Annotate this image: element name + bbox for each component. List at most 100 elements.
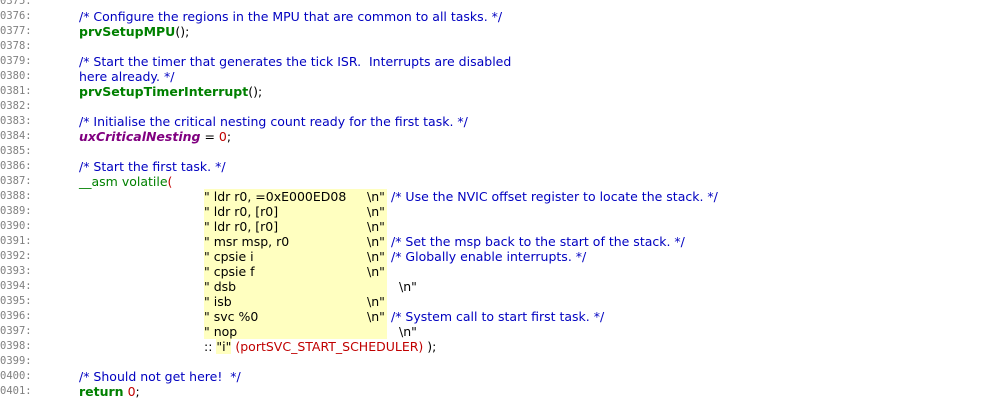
code-line: 0383: /* Initialise the critical nesting … [0, 114, 983, 129]
asm-newline: \n" [399, 324, 417, 339]
code-token: __asm volatile [79, 174, 168, 189]
line-number: 0391: [0, 235, 32, 247]
line-number: 0385: [0, 145, 32, 157]
code-line: 0398::: "i" (portSVC_START_SCHEDULER) ); [0, 339, 983, 354]
asm-newline: \n" [367, 204, 385, 219]
code-line: 0379: /* Start the timer that generates t… [0, 54, 983, 69]
asm-newline: \n" [367, 219, 385, 234]
asm-newline: \n" [367, 249, 385, 264]
code-text: prvSetupMPU(); [79, 24, 189, 39]
code-line: 0390: " ldr r0, [r0]\n" [0, 219, 983, 234]
line-number: 0398: [0, 340, 32, 352]
code-line: 0401: return 0; [0, 384, 983, 399]
asm-constraints: :: "i" (portSVC_START_SCHEDULER) ); [204, 339, 436, 354]
asm-string: " ldr r0, =0xE000ED08 [204, 189, 387, 204]
code-token: prvSetupMPU [79, 24, 176, 39]
line-number: 0393: [0, 265, 32, 277]
line-number: 0383: [0, 115, 32, 127]
code-line: 0377: prvSetupMPU(); [0, 24, 983, 39]
code-token: "i" [216, 339, 232, 354]
code-token: ); [427, 339, 437, 354]
line-number: 0375: [0, 0, 32, 7]
asm-newline: \n" [367, 189, 385, 204]
code-token: /* Start the timer that generates the ti… [79, 54, 512, 69]
line-number: 0380: [0, 70, 32, 82]
code-editor[interactable]: 0375: 0376: /* Configure the regions in th… [0, 0, 983, 399]
code-token: /* Initialise the critical nesting count… [79, 114, 468, 129]
code-line: 0392: " cpsie i\n" /* Globally enable inte… [0, 249, 983, 264]
line-number: 0394: [0, 280, 32, 292]
code-line: 0399: [0, 354, 983, 369]
code-line: 0378: [0, 39, 983, 54]
asm-string: " cpsie f [204, 264, 387, 279]
line-number: 0376: [0, 10, 32, 22]
asm-newline: \n" [367, 294, 385, 309]
code-token: ; [135, 384, 140, 399]
code-line: 0376: /* Configure the regions in the MPU… [0, 9, 983, 24]
code-token: :: [204, 339, 217, 354]
code-token: = [200, 129, 219, 144]
code-token: /* Configure the regions in the MPU that… [79, 9, 503, 24]
code-line: 0380: here already. */ [0, 69, 983, 84]
line-number: 0392: [0, 250, 32, 262]
line-number: 0377: [0, 25, 32, 37]
code-token: (portSVC_START_SCHEDULER) [231, 339, 428, 354]
code-text: /* Should not get here! */ [79, 369, 241, 384]
line-number: 0386: [0, 160, 32, 172]
asm-string: " nop [204, 324, 387, 339]
code-line: 0382: [0, 99, 983, 114]
line-number: 0388: [0, 190, 32, 202]
code-text: here already. */ [79, 69, 174, 84]
code-text: /* Initialise the critical nesting count… [79, 114, 468, 129]
code-line: 0384:uxCriticalNesting = 0; [0, 129, 983, 144]
asm-comment: /* Set the msp back to the start of the … [391, 234, 685, 249]
code-line: 0396:" svc %0\n"/* System call to start … [0, 309, 983, 324]
line-number: 0397: [0, 325, 32, 337]
code-token: ( [167, 174, 173, 189]
code-line: 0394:" dsb\n" [0, 279, 983, 294]
code-text: prvSetupTimerInterrupt(); [79, 84, 262, 99]
code-line: 0386: /* Start the first task. */ [0, 159, 983, 174]
code-token: ; [226, 129, 232, 144]
code-text: /* Start the timer that generates the ti… [79, 54, 511, 69]
code-text: return 0; [79, 384, 140, 399]
asm-string: " cpsie i [204, 249, 387, 264]
asm-string: " msr msp, r0 [204, 234, 387, 249]
line-number: 0389: [0, 205, 32, 217]
code-token: /* Should not get here! */ [79, 369, 241, 384]
asm-comment: /* System call to start first task. */ [391, 309, 605, 324]
asm-string: " isb [204, 294, 387, 309]
code-line: 0395: " isb\n" [0, 294, 983, 309]
code-line: 0388: " ldr r0, =0xE000ED08\n" /* Use the … [0, 189, 983, 204]
line-number: 0396: [0, 310, 32, 322]
line-number: 0401: [0, 385, 32, 397]
line-number: 0395: [0, 295, 32, 307]
code-line: 0387: __asm volatile( [0, 174, 983, 189]
asm-newline: \n" [367, 234, 385, 249]
line-number: 0382: [0, 100, 32, 112]
code-token: return [79, 384, 124, 399]
code-line: 0385: [0, 144, 983, 159]
code-token: /* Start the first task. */ [79, 159, 226, 174]
asm-string: " ldr r0, [r0] [204, 219, 387, 234]
asm-newline: \n" [367, 264, 385, 279]
code-token: 0 [218, 129, 227, 144]
line-number: 0399: [0, 355, 32, 367]
code-line: 0393: " cpsie f\n" [0, 264, 983, 279]
code-text: __asm volatile( [79, 174, 172, 189]
line-number: 0379: [0, 55, 32, 67]
code-token: here already. */ [79, 69, 175, 84]
code-token: prvSetupTimerInterrupt [79, 84, 249, 99]
asm-newline: \n" [367, 309, 385, 324]
asm-comment: /* Use the NVIC offset register to locat… [391, 189, 718, 204]
code-line: 0389: " ldr r0, [r0]\n" [0, 204, 983, 219]
asm-string: " ldr r0, [r0] [204, 204, 387, 219]
code-token: uxCriticalNesting [79, 129, 201, 144]
asm-comment: /* Globally enable interrupts. */ [391, 249, 587, 264]
line-number: 0387: [0, 175, 32, 187]
line-number: 0400: [0, 370, 32, 382]
line-number: 0390: [0, 220, 32, 232]
asm-newline: \n" [399, 279, 417, 294]
code-line: 0400: /* Should not get here! */ [0, 369, 983, 384]
code-text: uxCriticalNesting = 0; [79, 129, 231, 144]
